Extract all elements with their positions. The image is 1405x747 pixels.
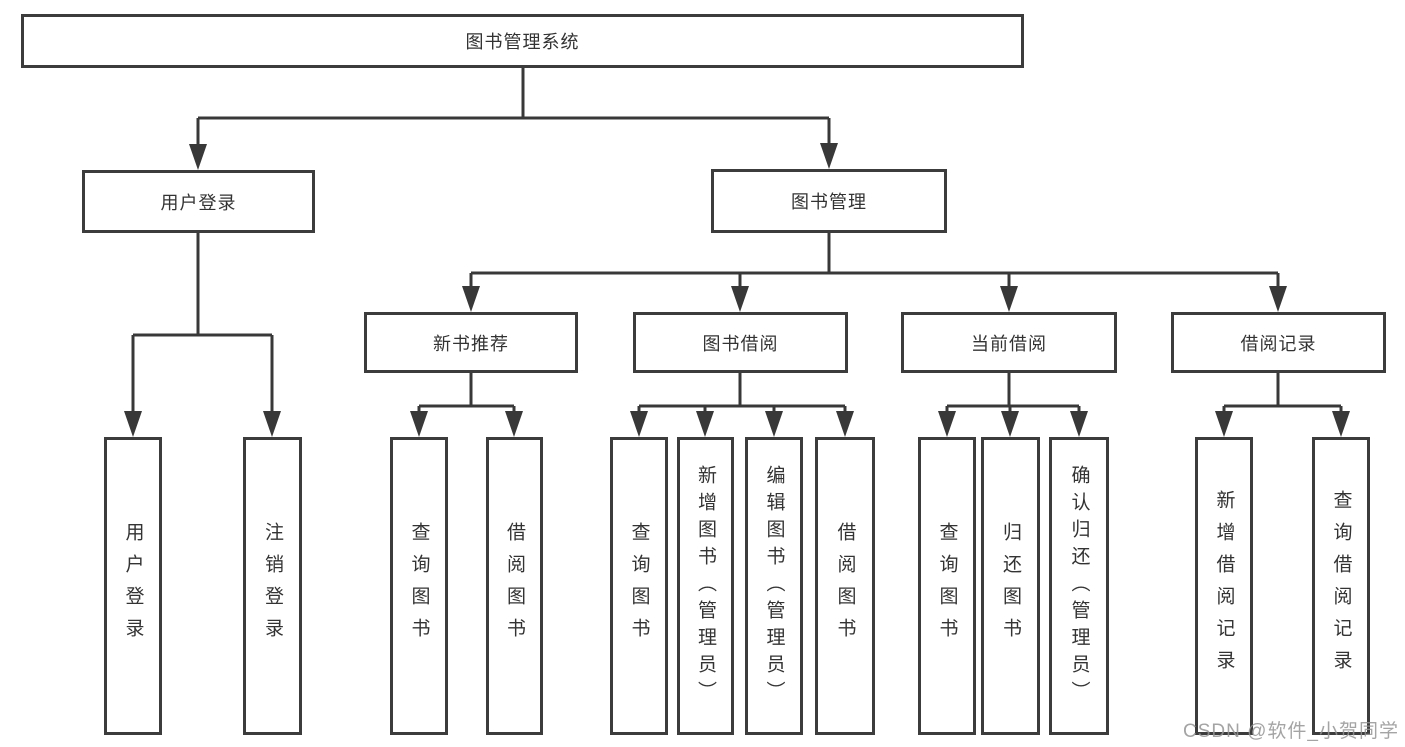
leaf-borrow-book-label: 借阅图书 (834, 522, 856, 650)
leaf-query-book-recommend-label: 查询图书 (408, 522, 430, 650)
leaf-query-book-current-label: 查询图书 (936, 522, 958, 650)
node-user-login-label: 用户登录 (160, 192, 237, 213)
node-borrow-record-label: 借阅记录 (1240, 333, 1317, 354)
leaf-query-borrow-record-label: 查询借阅记录 (1330, 490, 1352, 682)
leaf-borrow-book-recommend: 借阅图书 (486, 437, 543, 735)
leaf-query-book-recommend: 查询图书 (390, 437, 448, 735)
leaf-query-borrow-record: 查询借阅记录 (1312, 437, 1370, 735)
leaf-query-book-borrow-label: 查询图书 (628, 522, 650, 650)
leaf-logout-label: 注销登录 (262, 522, 283, 650)
node-book-borrow: 图书借阅 (633, 312, 848, 373)
leaf-edit-book-admin-label: 编辑图书（管理员） (763, 464, 785, 708)
leaf-borrow-book-recommend-label: 借阅图书 (504, 522, 525, 650)
node-root: 图书管理系统 (21, 14, 1024, 68)
node-book-management: 图书管理 (711, 169, 947, 233)
leaf-user-login: 用户登录 (104, 437, 162, 735)
node-new-book-recommend: 新书推荐 (364, 312, 578, 373)
leaf-return-book: 归还图书 (981, 437, 1040, 735)
leaf-add-borrow-record-label: 新增借阅记录 (1213, 490, 1235, 682)
leaf-return-book-label: 归还图书 (1000, 522, 1021, 650)
node-new-book-recommend-label: 新书推荐 (433, 333, 509, 354)
leaf-logout: 注销登录 (243, 437, 302, 735)
leaf-confirm-return-admin-label: 确认归还（管理员） (1068, 464, 1090, 708)
leaf-user-login-label: 用户登录 (122, 522, 144, 650)
leaf-add-book-admin-label: 新增图书（管理员） (695, 464, 716, 708)
node-root-label: 图书管理系统 (465, 32, 580, 52)
node-user-login: 用户登录 (82, 170, 315, 233)
leaf-add-book-admin: 新增图书（管理员） (677, 437, 734, 735)
node-book-borrow-label: 图书借阅 (702, 333, 779, 354)
node-current-borrow-label: 当前借阅 (971, 333, 1047, 354)
node-current-borrow: 当前借阅 (901, 312, 1117, 373)
leaf-query-book-borrow: 查询图书 (610, 437, 668, 735)
arrowheads (124, 143, 1350, 437)
csdn-watermark: CSDN @软件_小贺同学 (1183, 721, 1399, 742)
leaf-query-book-current: 查询图书 (918, 437, 976, 735)
leaf-add-borrow-record: 新增借阅记录 (1195, 437, 1253, 735)
node-book-management-label: 图书管理 (791, 192, 867, 212)
node-borrow-record: 借阅记录 (1171, 312, 1386, 373)
leaf-borrow-book: 借阅图书 (815, 437, 875, 735)
leaf-edit-book-admin: 编辑图书（管理员） (745, 437, 803, 735)
leaf-confirm-return-admin: 确认归还（管理员） (1049, 437, 1109, 735)
